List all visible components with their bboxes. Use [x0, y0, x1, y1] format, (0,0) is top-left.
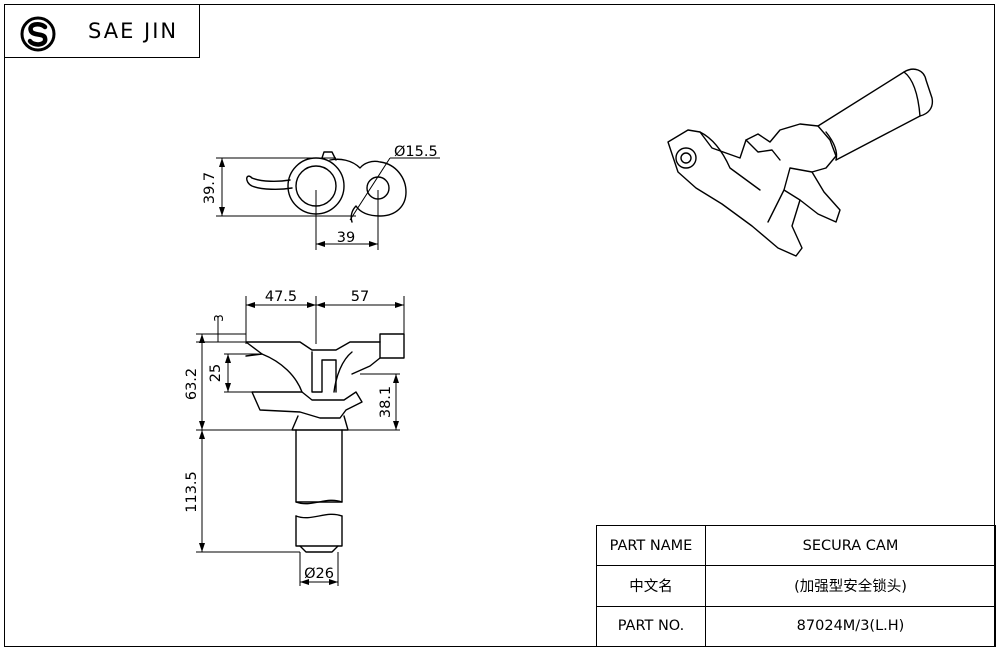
- dim-height-39-7: 39.7: [202, 172, 218, 204]
- dim-diameter-26: Ø26: [304, 566, 334, 582]
- title-row-chinese-name: 中文名 (加强型安全锁头): [596, 565, 996, 607]
- dim-width-57: 57: [351, 289, 369, 305]
- title-row-part-name: PART NAME SECURA CAM: [596, 524, 996, 567]
- dim-height-25: 25: [208, 364, 224, 382]
- drawing-frame: [4, 4, 995, 647]
- title-block: PART NAME SECURA CAM 中文名 (加强型安全锁头) PART …: [596, 524, 996, 648]
- brand-name: SAE JIN: [88, 19, 179, 43]
- dim-height-63-2: 63.2: [184, 368, 200, 400]
- dim-small-3: 3: [212, 314, 226, 322]
- value-chinese-name: (加强型安全锁头): [705, 565, 996, 607]
- sj-logo-icon: [20, 16, 56, 52]
- dim-height-38-1: 38.1: [378, 386, 394, 418]
- dim-length-113-5: 113.5: [184, 471, 200, 513]
- label-chinese-name: 中文名: [596, 565, 706, 607]
- dim-diameter-15-5: Ø15.5: [394, 144, 438, 160]
- label-part-name: PART NAME: [596, 524, 706, 567]
- title-row-part-no: PART NO. 87024M/3(L.H): [596, 605, 996, 648]
- side-view-part: [245, 333, 405, 553]
- label-part-no: PART NO.: [596, 605, 706, 648]
- value-part-no: 87024M/3(L.H): [705, 605, 996, 648]
- header-box: SAE JIN: [4, 4, 200, 58]
- top-view-part: [246, 151, 407, 223]
- dim-spacing-39: 39: [337, 230, 355, 246]
- dim-width-47-5: 47.5: [265, 289, 297, 305]
- isometric-view-part: [667, 68, 934, 257]
- value-part-name: SECURA CAM: [705, 524, 996, 567]
